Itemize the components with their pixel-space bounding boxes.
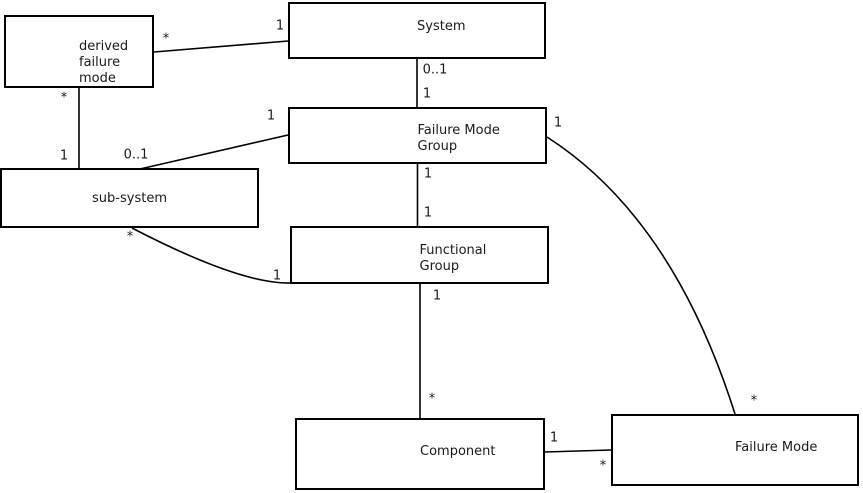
multiplicity-system-dfm-system-end: 1 [275, 18, 285, 34]
multiplicity-fmg-fm-fm-end: * [750, 393, 758, 409]
class-box-component-label: Component [420, 443, 496, 459]
multiplicity-subsystem-fmg-sub-end: 0..1 [123, 147, 149, 163]
class-box-derived-failure-mode: derived failure mode [4, 15, 154, 88]
class-box-system-label: System [417, 19, 466, 35]
class-box-functional-group-label: Functional Group [419, 243, 487, 275]
edge-sub-system-failure-mode-group [139, 134, 289, 170]
class-box-derived-failure-mode-label: derived failure mode [79, 38, 129, 86]
class-box-failure-mode-group: Failure Mode Group [288, 107, 547, 164]
multiplicity-fmg-fg-fmg-end: 1 [423, 166, 433, 182]
multiplicity-system-fmg-system-end: 0..1 [422, 62, 448, 78]
multiplicity-fg-component-fg-end: 1 [432, 288, 442, 304]
edge-system-derived-failure-mode [153, 40, 289, 53]
multiplicity-component-fm-component-end: 1 [549, 430, 559, 446]
class-box-sub-system: sub-system [0, 168, 259, 228]
class-box-failure-mode-label: Failure Mode [735, 439, 818, 455]
multiplicity-subsystem-fmg-fmg-end: 1 [266, 108, 276, 124]
multiplicity-subsystem-fg-sub-end: * [126, 229, 134, 245]
class-box-failure-mode-group-label: Failure Mode Group [417, 123, 500, 155]
edge-component-failure-mode [544, 449, 612, 453]
multiplicity-fmg-fm-fmg-end: 1 [553, 115, 563, 131]
multiplicity-fmg-fg-fg-end: 1 [423, 205, 433, 221]
multiplicity-dfm-subsystem-sub-end: 1 [59, 148, 69, 164]
class-box-sub-system-label: sub-system [92, 190, 167, 206]
multiplicity-dfm-subsystem-dfm-end: * [60, 90, 68, 106]
edge-sub-system-functional-group [131, 227, 291, 284]
class-box-system: System [288, 2, 546, 59]
multiplicity-component-fm-fm-end: * [599, 458, 607, 474]
multiplicity-system-dfm-dfm-end: * [162, 31, 170, 47]
multiplicity-fg-component-component-end: * [428, 391, 436, 407]
multiplicity-system-fmg-fmg-end: 1 [422, 86, 432, 102]
class-box-component: Component [295, 418, 545, 490]
edge-failure-mode-group-failure-mode [546, 136, 736, 415]
class-box-failure-mode: Failure Mode [611, 414, 859, 486]
multiplicity-subsystem-fg-fg-end: 1 [272, 268, 282, 284]
class-box-functional-group: Functional Group [290, 226, 549, 284]
